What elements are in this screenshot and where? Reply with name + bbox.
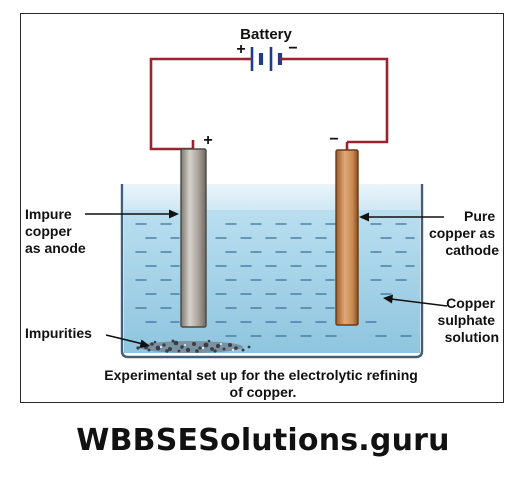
- caption: Experimental set up for the electrolytic…: [104, 367, 421, 400]
- cathode-label: Pure copper as cathode: [429, 208, 499, 258]
- battery-label: Battery: [240, 26, 292, 43]
- anode-terminal-sign: +: [203, 132, 212, 149]
- cathode-label-line-3: cathode: [445, 242, 499, 258]
- beaker-air: [124, 184, 420, 210]
- battery-plus-sign: +: [236, 41, 245, 58]
- copper-sulphate-solution: [124, 210, 420, 353]
- electrolytic-refining-diagram: Battery + − + − Impure copper as anode P…: [25, 26, 499, 400]
- solution-label-line-2: sulphate: [438, 312, 496, 328]
- site-brand: WBBSESolutions.guru: [76, 423, 450, 458]
- caption-line-2: of copper.: [230, 384, 297, 400]
- diagram-frame: Battery + − + − Impure copper as anode P…: [20, 13, 504, 403]
- impurities-label: Impurities: [25, 325, 92, 341]
- battery-minus-sign: −: [288, 40, 297, 57]
- pure-copper-cathode: [335, 149, 359, 326]
- cathode-label-line-2: copper as: [429, 225, 495, 241]
- anode-label: Impure copper as anode: [25, 206, 86, 256]
- cathode-terminal-sign: −: [329, 131, 338, 148]
- solution-label-line-3: solution: [445, 329, 499, 345]
- anode-label-line-3: as anode: [25, 240, 86, 256]
- anode-label-line-1: Impure: [25, 206, 72, 222]
- beaker: [120, 184, 424, 359]
- battery-icon: [246, 47, 284, 71]
- impure-copper-anode: [180, 148, 207, 328]
- solution-label-line-1: Copper: [446, 295, 496, 311]
- circuit-wires: [149, 57, 389, 151]
- caption-line-1: Experimental set up for the electrolytic…: [104, 367, 418, 383]
- label-arrows: [85, 209, 448, 348]
- impurities-sediment: [136, 339, 251, 353]
- solution-dashes: [135, 223, 415, 337]
- solution-label: Copper sulphate solution: [438, 295, 499, 345]
- anode-label-line-2: copper: [25, 223, 72, 239]
- cathode-label-line-1: Pure: [464, 208, 495, 224]
